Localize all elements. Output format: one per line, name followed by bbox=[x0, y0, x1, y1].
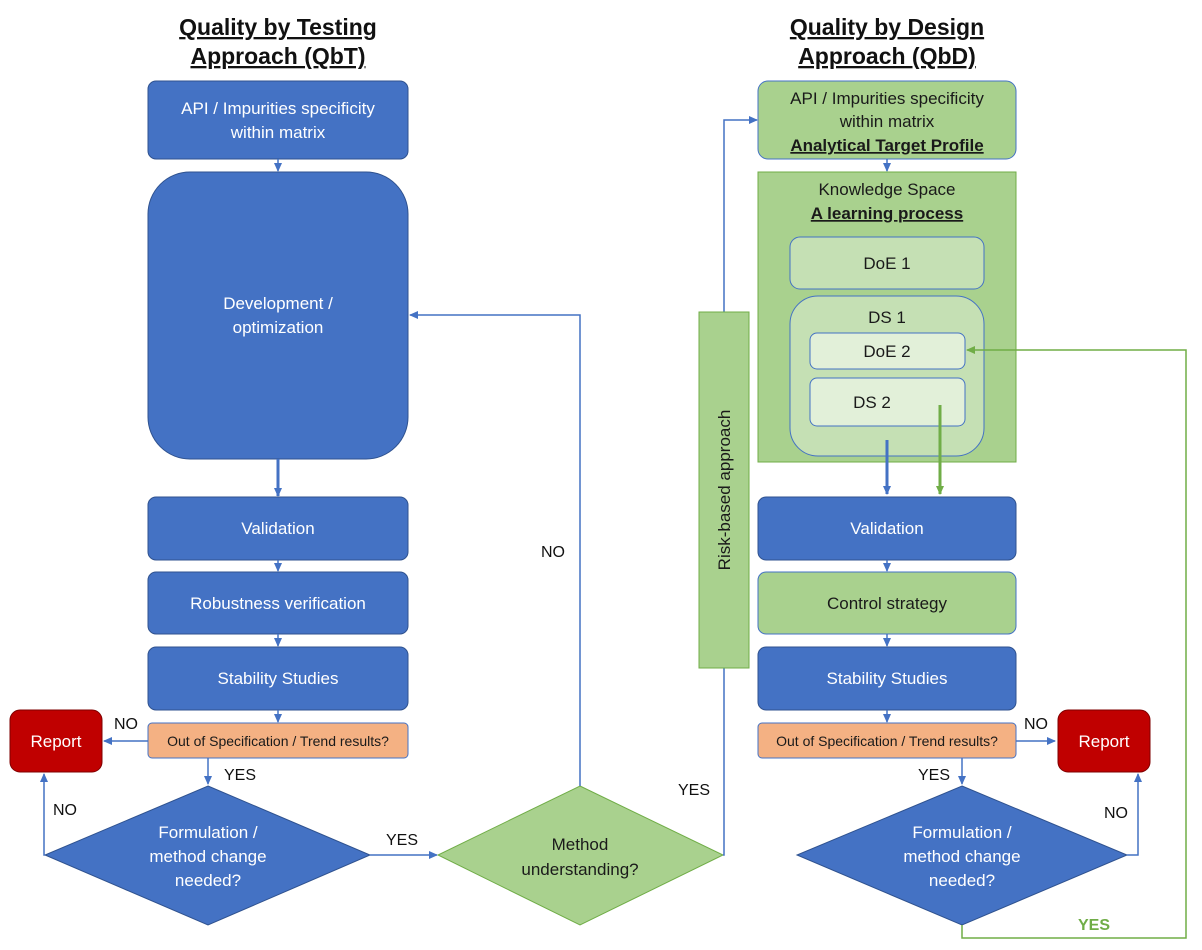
method-yes-label: YES bbox=[678, 782, 710, 799]
qbd-report-box: Report bbox=[1057, 709, 1151, 773]
qbt-no-loop-label: NO bbox=[53, 802, 77, 819]
qbt-validation-label: Validation bbox=[241, 519, 314, 538]
ks-line1: Knowledge Space bbox=[818, 180, 955, 199]
qbt-dev-line2: optimization bbox=[233, 318, 324, 337]
qbt-validation-box: Validation bbox=[147, 496, 409, 561]
doe2-label: DoE 2 bbox=[863, 342, 910, 361]
qbt-no-report-label: NO bbox=[114, 716, 138, 733]
arrow-qdecision-doe2 bbox=[961, 346, 1187, 939]
qbd-stability-box: Stability Studies bbox=[757, 646, 1017, 711]
ds1-box: DS 1 bbox=[789, 295, 985, 457]
risk-based-label: Risk-based approach bbox=[715, 410, 734, 571]
qbd-title-line1: Quality by Design bbox=[790, 14, 984, 40]
risk-based-approach-bar: Risk-based approach bbox=[698, 311, 750, 669]
ds2-box: DS 2 bbox=[809, 377, 966, 427]
qbd-no-report-label: NO bbox=[1024, 716, 1048, 733]
qbt-oos-box: Out of Specification / Trend results? bbox=[147, 722, 409, 759]
qbt-yes-down-label: YES bbox=[224, 767, 256, 784]
ks-line2: A learning process bbox=[811, 204, 963, 223]
qbd-stability-label: Stability Studies bbox=[827, 669, 948, 688]
qbt-report-box: Report bbox=[9, 709, 103, 773]
arrow-method-development bbox=[409, 311, 581, 786]
qbt-title-line1: Quality by Testing bbox=[179, 14, 377, 40]
ds2-label: DS 2 bbox=[853, 393, 891, 412]
ds1-label: DS 1 bbox=[868, 308, 906, 327]
qbd-oos-box: Out of Specification / Trend results? bbox=[757, 722, 1017, 759]
qbd-yes-down-label: YES bbox=[918, 767, 950, 784]
qbd-validation-label: Validation bbox=[850, 519, 923, 538]
qbd-api-line2: within matrix bbox=[839, 112, 935, 131]
qbt-stability-label: Stability Studies bbox=[218, 669, 339, 688]
control-strategy-label: Control strategy bbox=[827, 594, 947, 613]
method-understanding-diamond: Method understanding? bbox=[436, 785, 725, 926]
qbd-api-box: API / Impurities specificity within matr… bbox=[757, 80, 1017, 160]
qbd-decision-line2: method change bbox=[903, 847, 1020, 866]
qbd-decision-line1: Formulation / bbox=[912, 823, 1011, 842]
doe1-label: DoE 1 bbox=[863, 254, 910, 273]
qbt-oos-label: Out of Specification / Trend results? bbox=[167, 733, 389, 749]
arrow-qdecision-report bbox=[1127, 773, 1142, 856]
qbt-report-label: Report bbox=[30, 732, 81, 751]
qbt-decision-line3: needed? bbox=[175, 871, 241, 890]
qbd-oos-label: Out of Specification / Trend results? bbox=[776, 733, 998, 749]
qbt-title-line2: Approach (QbT) bbox=[190, 43, 365, 69]
qbt-development-box: Development / optimization bbox=[147, 171, 409, 460]
doe1-box: DoE 1 bbox=[789, 236, 985, 290]
qbt-decision-line2: method change bbox=[149, 847, 266, 866]
qbd-api-line1: API / Impurities specificity bbox=[790, 89, 984, 108]
qbd-report-label: Report bbox=[1078, 732, 1129, 751]
qbd-yes-loop-label: YES bbox=[1078, 917, 1110, 934]
method-line2: understanding? bbox=[521, 860, 638, 879]
qbt-dev-line1: Development / bbox=[223, 294, 333, 313]
qbd-decision-line3: needed? bbox=[929, 871, 995, 890]
qbt-yes-method-label: YES bbox=[386, 832, 418, 849]
qbd-title-line2: Approach (QbD) bbox=[798, 43, 976, 69]
qbt-decision-diamond: Formulation / method change needed? bbox=[43, 785, 372, 926]
qbt-api-box: API / Impurities specificity within matr… bbox=[147, 80, 409, 160]
qbt-robustness-label: Robustness verification bbox=[190, 594, 366, 613]
qbt-api-line1: API / Impurities specificity bbox=[181, 99, 375, 118]
arrow-decision-report bbox=[40, 773, 48, 856]
qbd-validation-box: Validation bbox=[757, 496, 1017, 561]
qbt-robustness-box: Robustness verification bbox=[147, 571, 409, 635]
qbd-decision-diamond: Formulation / method change needed? bbox=[795, 785, 1129, 926]
qbt-decision-line1: Formulation / bbox=[158, 823, 257, 842]
control-strategy-box: Control strategy bbox=[757, 571, 1017, 635]
method-line1: Method bbox=[552, 835, 609, 854]
qbt-api-line2: within matrix bbox=[230, 123, 326, 142]
qbd-api-line3: Analytical Target Profile bbox=[790, 136, 983, 155]
doe2-box: DoE 2 bbox=[809, 332, 966, 370]
qbt-stability-box: Stability Studies bbox=[147, 646, 409, 711]
qbd-no-loop-label: NO bbox=[1104, 805, 1128, 822]
method-no-label: NO bbox=[541, 544, 565, 561]
